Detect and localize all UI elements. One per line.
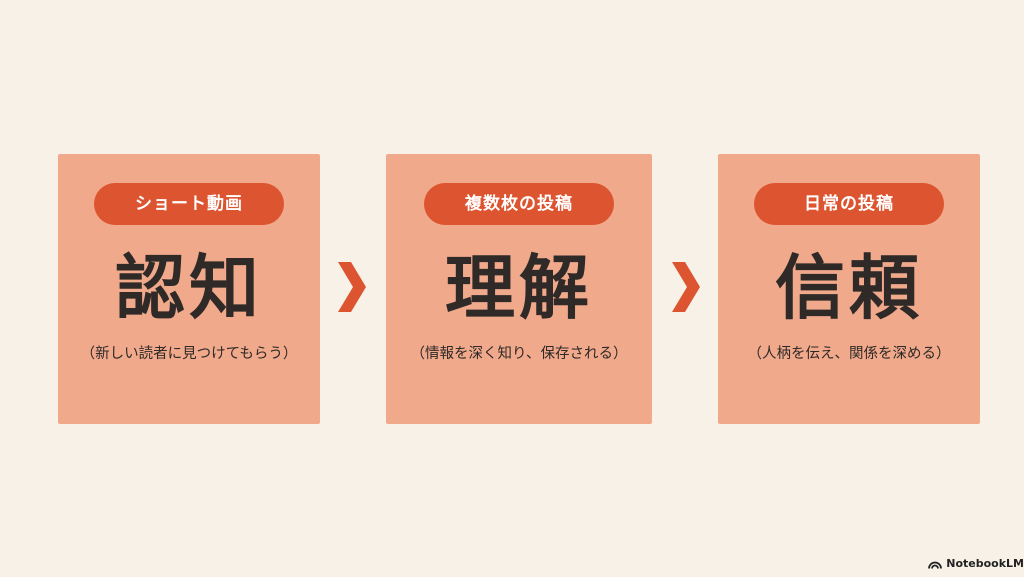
step-keyword: 認知: [115, 247, 263, 329]
step-description: （新しい読者に見つけてもらう）: [80, 346, 298, 362]
step-keyword: 信頼: [775, 247, 923, 329]
step-tag: 日常の投稿: [754, 183, 944, 225]
step-keyword: 理解: [445, 247, 593, 329]
chevron-right-icon: [672, 262, 700, 312]
step-description: （情報を深く知り、保存される）: [410, 346, 628, 362]
step-card-understanding: 複数枚の投稿 理解 （情報を深く知り、保存される）: [386, 154, 652, 424]
watermark-text: NotebookLM: [946, 556, 1024, 570]
step-card-awareness: ショート動画 認知 （新しい読者に見つけてもらう）: [58, 154, 320, 424]
step-description: （人柄を伝え、関係を深める）: [747, 346, 951, 362]
step-card-trust: 日常の投稿 信頼 （人柄を伝え、関係を深める）: [718, 154, 980, 424]
step-tag: ショート動画: [94, 183, 284, 225]
chevron-right-icon: [338, 262, 366, 312]
watermark: NotebookLM: [928, 555, 1024, 571]
notebooklm-logo-icon: [928, 561, 943, 569]
step-tag: 複数枚の投稿: [424, 183, 614, 225]
